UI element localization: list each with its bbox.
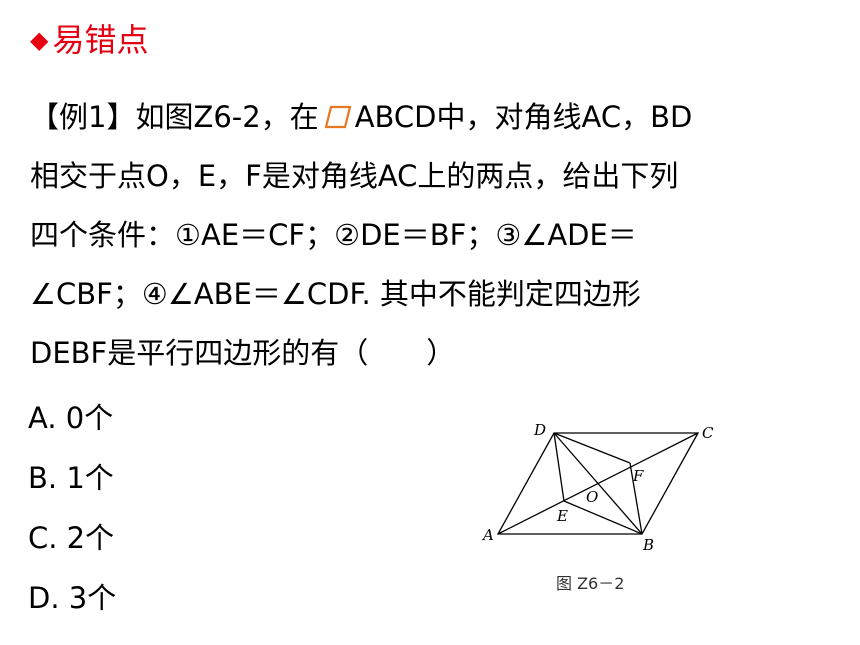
label-e: E [556, 507, 568, 525]
segment-bf [629, 462, 643, 535]
label-d: D [533, 421, 546, 439]
answer-options: A. 0个 B. 1个 C. 2个 D. 3个 [28, 388, 116, 628]
label-o: O [586, 488, 598, 506]
option-b[interactable]: B. 1个 [28, 461, 114, 495]
problem-line-2: 相交于点O，E，F是对角线AC上的两点，给出下列 [30, 159, 679, 193]
segment-df [553, 432, 631, 464]
option-a[interactable]: A. 0个 [28, 401, 114, 435]
option-d[interactable]: D. 3个 [28, 581, 117, 615]
problem-line-1: 【例1】如图Z6-2，在 ABCD中，对角线AC，BD [30, 88, 830, 147]
label-b: B [642, 536, 654, 554]
problem-line-5: DEBF是平行四边形的有（ ） [30, 336, 456, 370]
diamond-marker-icon: ◆ [30, 26, 49, 54]
heading-text: 易错点 [52, 21, 149, 59]
parallelogram-figure: D C A B O E F [481, 421, 714, 554]
problem-line-4: ∠CBF；④∠ABE＝∠CDF. 其中不能判定四边形 [30, 277, 641, 311]
segment-be [563, 500, 643, 535]
problem-line-3: 四个条件：①AE＝CF；②DE＝BF；③∠ADE＝ [30, 218, 637, 252]
figure-caption: 图 Z6－2 [556, 574, 625, 593]
option-c[interactable]: C. 2个 [28, 521, 115, 555]
problem-line-1-end: ABCD中，对角线AC，BD [354, 100, 693, 134]
parallelogram-icon [324, 105, 351, 129]
problem-statement: 【例1】如图Z6-2，在 ABCD中，对角线AC，BD 相交于点O，E，F是对角线… [30, 88, 830, 383]
label-c: C [702, 424, 714, 442]
problem-line-1-start: 【例1】如图Z6-2，在 [30, 100, 319, 134]
section-heading: ◆易错点 [30, 20, 148, 60]
segment-de [553, 432, 565, 502]
label-f: F [632, 467, 644, 485]
diagonal-bd [553, 432, 643, 535]
label-a: A [481, 526, 494, 544]
